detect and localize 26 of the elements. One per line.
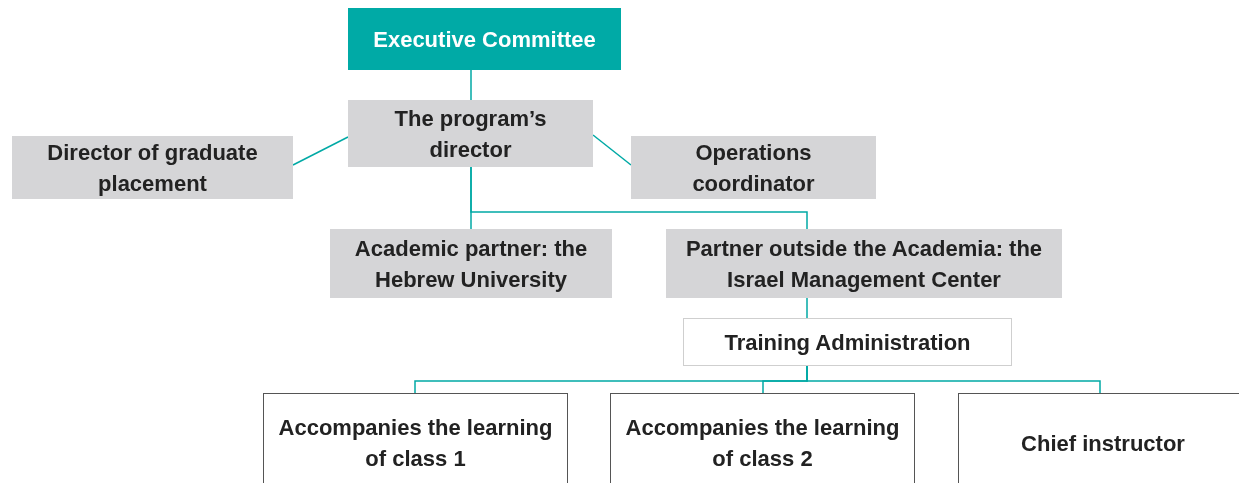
connector-line [470, 166, 808, 230]
connector-line [292, 136, 349, 166]
org-box [610, 393, 915, 483]
connector-line [806, 297, 808, 319]
box-label: Training Administration [724, 328, 971, 357]
org-box [12, 136, 293, 199]
connector-line [592, 134, 632, 166]
box-label: Chief instructor [1021, 430, 1185, 458]
org-box [263, 393, 568, 483]
org-box [348, 100, 593, 167]
box-label: Partner outside the Academia: the Israel Management Center [684, 234, 1044, 294]
org-box [958, 393, 1239, 483]
box-label: Director of graduate placement [46, 138, 259, 198]
box-label: Executive Committee [373, 25, 596, 54]
org-box [348, 8, 621, 70]
box-label: Operations coordinator [691, 138, 816, 198]
box-label: Academic partner: the Hebrew University [353, 234, 589, 294]
box-label: Accompanies the learning of class 1 [277, 414, 554, 473]
connector-line [806, 365, 1101, 394]
org-box [631, 136, 876, 199]
box-label: Accompanies the learning of class 2 [624, 414, 901, 473]
box-label: The program’s director [393, 104, 548, 164]
connector-line [470, 69, 472, 101]
org-box [330, 229, 612, 298]
org-box [683, 318, 1012, 366]
org-box [666, 229, 1062, 298]
